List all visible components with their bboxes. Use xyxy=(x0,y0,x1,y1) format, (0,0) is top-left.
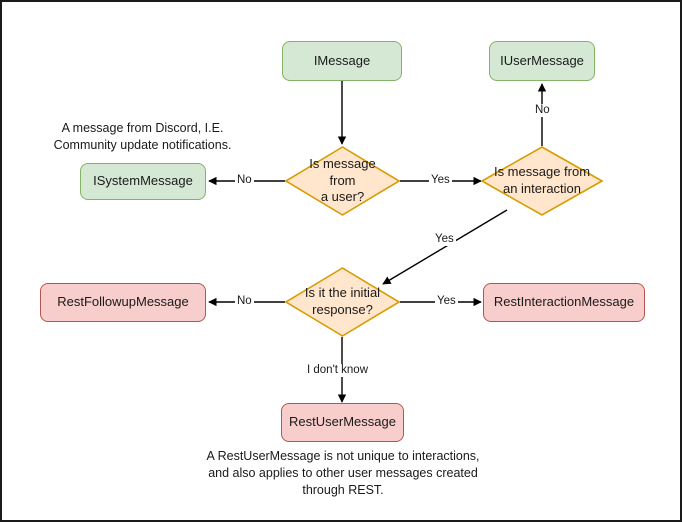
node-iusermessage[interactable]: IUserMessage xyxy=(489,41,595,81)
edge-label-user-no: No xyxy=(235,174,254,187)
note-rest-user-message: A RestUserMessage is not unique to inter… xyxy=(178,448,508,499)
node-restinteractionmessage[interactable]: RestInteractionMessage xyxy=(483,283,645,322)
node-is-message-from-user[interactable]: Is message from a user? xyxy=(285,146,400,216)
edge-label-interaction-no: No xyxy=(533,104,552,117)
node-imessage[interactable]: IMessage xyxy=(282,41,402,81)
edge-label-initial-no: No xyxy=(235,295,254,308)
edge-isfrominteraction-to-isinitialresponse xyxy=(382,209,508,285)
node-restfollowupmessage[interactable]: RestFollowupMessage xyxy=(40,283,206,322)
node-interaction-line2: an interaction xyxy=(502,181,582,196)
node-isystemmessage[interactable]: ISystemMessage xyxy=(80,163,206,200)
diamond-shape-user xyxy=(285,146,400,216)
edge-label-interaction-yes: Yes xyxy=(433,233,456,246)
node-restusermessage[interactable]: RestUserMessage xyxy=(281,403,404,442)
node-is-message-from-interaction[interactable]: Is message from an interaction xyxy=(481,146,603,216)
edge-label-initial-unknown: I don't know xyxy=(305,364,371,377)
node-is-message-from-interaction-label: Is message from an interaction xyxy=(482,164,602,197)
note-system-message-line1: A message from Discord, I.E. xyxy=(61,121,224,135)
node-iusermessage-label: IUserMessage xyxy=(500,52,584,68)
note-rest-user-message-line3: through REST. xyxy=(302,482,384,497)
node-is-message-from-user-label: Is message from a user? xyxy=(285,156,400,206)
node-isystemmessage-label: ISystemMessage xyxy=(93,173,193,189)
node-user-line2: a user? xyxy=(320,189,365,205)
node-restfollowupmessage-label: RestFollowupMessage xyxy=(57,294,189,310)
note-rest-user-message-line2: and also applies to other user messages … xyxy=(208,465,478,480)
note-system-message: A message from Discord, I.E. Community u… xyxy=(40,120,245,154)
edge-label-initial-yes: Yes xyxy=(435,295,458,308)
note-rest-user-message-line1: A RestUserMessage is not unique to inter… xyxy=(206,449,480,463)
node-initial-line1: Is it the initial xyxy=(304,285,381,301)
edge-label-user-yes: Yes xyxy=(429,174,452,187)
node-restinteractionmessage-label: RestInteractionMessage xyxy=(493,294,635,310)
diamond-shape-interaction xyxy=(481,146,603,216)
note-system-message-line2: Community update notifications. xyxy=(53,137,232,152)
node-interaction-line1: Is message from xyxy=(493,164,591,180)
node-imessage-label: IMessage xyxy=(313,52,371,68)
node-user-line1: Is message from xyxy=(309,156,376,188)
diamond-shape-initial xyxy=(285,267,400,337)
node-initial-line2: response? xyxy=(312,302,373,317)
node-is-initial-response[interactable]: Is it the initial response? xyxy=(285,267,400,337)
node-is-initial-response-label: Is it the initial response? xyxy=(293,285,392,318)
node-restusermessage-label: RestUserMessage xyxy=(289,414,396,430)
